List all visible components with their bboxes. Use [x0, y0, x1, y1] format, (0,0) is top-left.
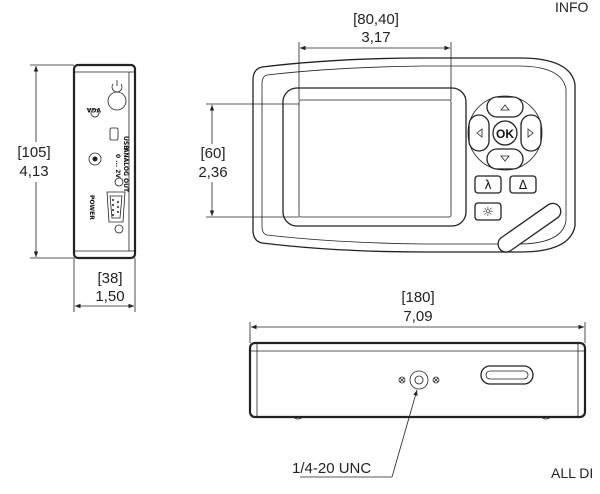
- display-width-in-label: 3,17: [361, 29, 390, 46]
- dpad-down-button: [486, 148, 524, 170]
- lambda-label: λ: [484, 178, 491, 192]
- sun-icon: ☼: [482, 205, 494, 220]
- corner-info-text: INFO: [555, 0, 589, 15]
- side-panel-outline: [72, 63, 137, 260]
- grip-slot: [497, 202, 562, 253]
- display-height-in-label: 2,36: [198, 164, 227, 181]
- analog-out-jack-icon: [88, 152, 102, 166]
- dpad-left-button: [468, 114, 490, 152]
- screw-icon: [432, 376, 440, 384]
- analog-range-label: 0 ... 2V: [114, 154, 121, 178]
- height-in-label: 4,13: [19, 163, 48, 180]
- dpad-up-button: [486, 96, 524, 118]
- dpad-right-button: [520, 114, 542, 152]
- bottom-grip-slot: [480, 365, 534, 385]
- right-arrow-icon: [527, 128, 534, 138]
- display-screen: [298, 99, 452, 218]
- depth-mm-label: [38]: [97, 270, 122, 287]
- depth-in-label: 1,50: [95, 288, 124, 305]
- power-label: POWER: [88, 195, 95, 220]
- analog-out-label: ANALOG OUT: [122, 148, 129, 193]
- side-view: VGA USB ANALOG OUT 0 ... 2V POWER: [72, 63, 137, 260]
- thread-callout: 1/4-20 UNC: [292, 389, 418, 478]
- height-mm-label: [105]: [17, 144, 50, 161]
- display-width-dimension: [80,40] 3,17: [298, 11, 452, 100]
- left-arrow-icon: [476, 128, 483, 138]
- length-in-label: 7,09: [403, 308, 432, 325]
- thread-callout-label: 1/4-20 UNC: [292, 460, 371, 477]
- backlight-button: [474, 202, 502, 221]
- delta-label: Δ: [519, 178, 528, 192]
- length-mm-label: [180]: [401, 289, 434, 306]
- bottom-view: [248, 341, 587, 420]
- lambda-button: [474, 175, 502, 194]
- ok-label: OK: [496, 127, 514, 141]
- length-dimension: [180] 7,09: [249, 289, 586, 343]
- up-arrow-icon: [500, 104, 510, 111]
- corner-all-dimensions-text: ALL DI: [551, 465, 593, 481]
- display-height-dimension: [60] 2,36: [193, 103, 299, 218]
- power-connector-icon: [106, 191, 126, 223]
- tripod-mount-hole: [409, 370, 429, 390]
- height-dimension: [105] 4,13: [10, 64, 74, 259]
- screw-icon: [398, 376, 406, 384]
- front-view: OK λ Δ ☼: [252, 57, 576, 253]
- screen-bezel: [282, 87, 467, 227]
- usb-port-icon: [109, 127, 119, 141]
- dpad: OK: [467, 95, 543, 171]
- display-width-mm-label: [80,40]: [353, 11, 399, 28]
- down-arrow-icon: [500, 155, 510, 162]
- ok-button: [492, 120, 518, 146]
- delta-button: [509, 175, 537, 194]
- vga-jack-icon: [90, 108, 100, 118]
- vga-label: VGA: [86, 106, 101, 113]
- depth-dimension: [38] 1,50: [73, 258, 136, 312]
- display-height-mm-label: [60]: [200, 145, 225, 162]
- usb-label: USB: [122, 136, 129, 150]
- bottom-housing-outline: [248, 341, 587, 419]
